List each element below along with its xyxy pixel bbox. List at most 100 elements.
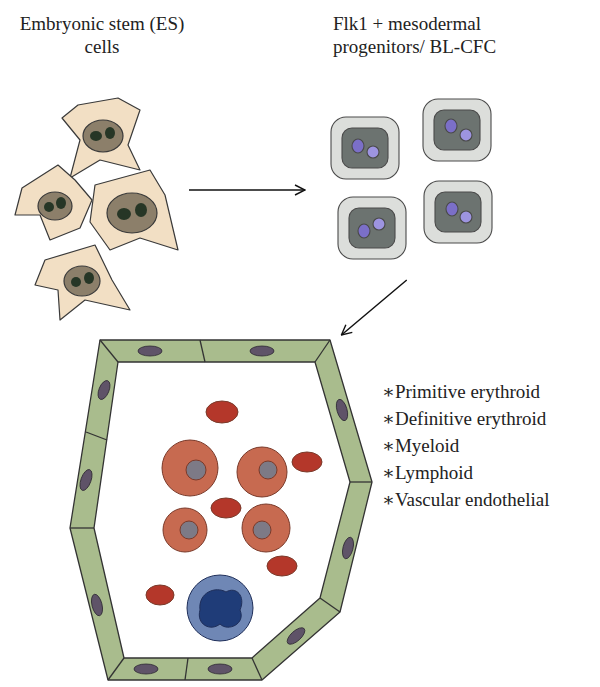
blood-vessel-part-part [199,590,242,627]
blood-vessel-part [187,575,253,641]
es-cells-part-part [117,208,131,220]
es-cells-part-part [71,277,81,287]
blood-vessel-part-part [78,468,95,492]
blood-vessel-part-part [292,452,322,472]
blood-vessel-part-part [186,460,206,480]
es-cells-part [64,266,100,296]
lineage-item: ∗Definitive erythroid [382,406,587,433]
flk1-cells-part-part [423,99,491,161]
blood-vessel-part-part [134,664,158,674]
blood-vessel-part-part [86,432,107,440]
es-cells-part-part [135,203,147,217]
blood-vessel-part-part [340,536,355,560]
blood-vessel-part [146,401,322,605]
flk1-cells-part-part [367,146,379,158]
blood-vessel-part-part [250,346,274,356]
blood-vessel-part-part [259,461,277,479]
flk1-cells-part [331,117,399,179]
es-cells-part [44,127,147,287]
blood-vessel-part-part [211,498,241,518]
flk1-cells-part-part [373,218,385,230]
blood-vessel-part [78,346,356,674]
flk1-cells-part-part [358,224,370,238]
flk1-cells-part-part [435,192,481,232]
blood-vessel-part-part [350,481,372,482]
blood-vessel-part-part [267,556,297,576]
cell-group: Embryonic stem (ES) cells [15,12,189,330]
text-block: Embryonic stem (ES) cells [15,12,189,58]
blood-vessel-part-part [180,521,198,539]
lineage-item: ∗Lymphoid [382,460,587,487]
cell-group: Flk1 + mesodermal progenitors/ BL-CFC [305,12,517,280]
blood-vessel-part-part [108,658,124,680]
es-cells-part [90,170,178,250]
blood-vessel-part [94,362,350,658]
blood-vessel-part-part [208,664,232,674]
flk1-cells-part-part [338,197,406,259]
es-cells-part-part [84,272,94,284]
flk1-cells-part-part [446,202,458,216]
flk1-cells-part [338,197,406,259]
es-cells-part-part [90,131,102,141]
blood-vessel-part [70,340,372,680]
stage-label: Embryonic stem (ES) cells [15,12,189,58]
blood-vessel-part-part [146,585,174,605]
lineage-item: ∗Primitive erythroid [382,379,587,406]
arrow-connector [189,189,305,190]
es-cells-part [83,120,123,152]
blood-vessel-part-part [89,593,104,617]
blood-vessel-part-part [252,658,262,680]
blood-vessel-part-part [162,440,218,496]
text-block: Flk1 + mesodermal progenitors/ BL-CFC [333,12,513,58]
flk1-cells-part-part [460,129,472,141]
flk1-cells-part-part [331,117,399,179]
blood-vessel-part-part [320,598,340,612]
flk1-cells-part-part [445,119,457,133]
text-block: ∗Primitive erythroid∗Definitive erythroi… [382,379,587,514]
blood-vessel [70,340,372,680]
es-cells-part [62,98,140,178]
blood-vessel-part-part [334,398,350,422]
es-cells-part [35,245,130,320]
es-cells-part [15,165,92,240]
flk1-cells-part-part [342,128,388,168]
flk1-cells-part-part [434,110,480,150]
flk1-cells [331,99,492,259]
blood-vessel-part-part [70,527,94,528]
blood-vessel-part-part [237,447,287,497]
es-cells-part [38,192,72,220]
flk1-cells-part [424,181,492,243]
es-cells-part [107,193,157,233]
blood-vessel-part-part [242,504,290,552]
lineage-group: ∗Primitive erythroid∗Definitive erythroi… [60,335,591,680]
flk1-cells-part-part [424,181,492,243]
stage-label: Flk1 + mesodermal progenitors/ BL-CFC [333,12,513,58]
es-cells-part-part [105,127,115,139]
arrow-connector [341,280,406,335]
blood-vessel-part-part [315,340,330,362]
blood-vessel-part-part [200,340,205,362]
flk1-cells-part-part [349,208,395,248]
blood-vessel-part-part [163,508,207,552]
lineage-item: ∗Myeloid [382,433,587,460]
blood-vessel-part-part [206,401,238,423]
es-cells-part-part [56,197,66,209]
flk1-cells-part [423,99,491,161]
flk1-cells-part-part [460,211,472,223]
blood-vessel-part-part [187,575,253,641]
blood-vessel-part-part [185,658,188,680]
blood-vessel-part-part [96,379,113,401]
blood-vessel-part [70,340,372,680]
blood-vessel-part-part [253,521,271,539]
lineage-item: ∗Vascular endothelial [382,487,587,514]
es-cells-part-part [44,202,54,212]
es-cells [15,98,178,320]
blood-vessel-part-part [100,340,118,362]
flk1-cells-part-part [352,139,364,153]
blood-vessel-part-part [284,625,307,647]
blood-vessel-part-part [138,346,162,356]
